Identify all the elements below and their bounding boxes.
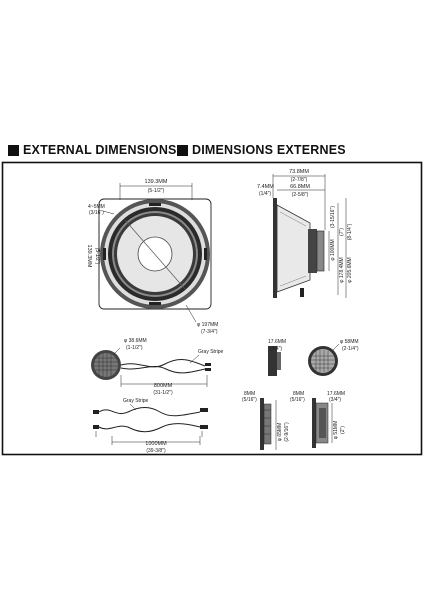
tweeter-flush-dia-mm: φ 38.6MM <box>124 338 147 344</box>
drawing-frame <box>1 161 423 456</box>
woofer-total-depth-in: (2-7/8") <box>291 177 308 183</box>
heading-externes: DIMENSIONS EXTERNES <box>177 143 346 157</box>
woofer-diameter-in: (7-3/4") <box>201 329 218 335</box>
tweeter-side-a-flange-mm: 8MM <box>244 391 255 397</box>
crossover-view: Gray Stripe 1000MM (39-3/8") <box>93 398 208 454</box>
woofer-body-depth-in: (2-5/8") <box>292 192 309 198</box>
tweeter-flush-view: φ 38.6MM (1-1/2") Gray Stripe 800MM (31-… <box>91 338 224 396</box>
woofer-basket-dia: φ 178.4MM <box>339 257 345 282</box>
tweeter-side-b-dia-in: (2") <box>340 426 346 434</box>
woofer-hole-mm: 4~5MM <box>88 204 105 210</box>
tweeter-side-b-flange-mm: 8MM <box>293 391 304 397</box>
tweeter-side-b-depth-mm: 17.6MM <box>327 391 345 397</box>
tweeter-surface-view: 17.6MM (3/4") φ 58MM (2-1/4") <box>268 339 359 376</box>
woofer-magnet-dia-in: (3-15/16") <box>330 206 336 228</box>
tweeter-side-a-flange-in: (5/16") <box>242 397 257 403</box>
woofer-outer-dia-in: (8-1/4") <box>347 223 353 240</box>
tweeter-surface-dia-mm: φ 58MM <box>340 339 359 345</box>
tweeter-flush-length-mm: 800MM <box>154 383 173 389</box>
crossover-wire-label: Gray Stripe <box>123 398 149 404</box>
tweeter-surface-depth-in: (3/4") <box>270 346 282 352</box>
crossover-length-mm: 1000MM <box>145 441 167 447</box>
woofer-side-view: 73.8MM (2-7/8") 66.8MM (2-5/8") 7.4MM (1… <box>257 169 353 298</box>
woofer-outer-dia: φ 205.6MM <box>347 257 353 282</box>
tweeter-flush-length-in: (31-1/2") <box>153 390 173 396</box>
tweeter-side-b-dia-mm: φ 51MM <box>333 421 339 440</box>
woofer-hole-in: (3/16") <box>89 210 104 216</box>
tweeter-flush-dia-in: (1-1/2") <box>126 345 143 351</box>
heading-externes-text: DIMENSIONS EXTERNES <box>192 143 346 157</box>
woofer-height-mm: 139.3MM <box>86 245 92 268</box>
woofer-total-depth-mm: 73.8MM <box>289 169 309 175</box>
woofer-body-depth-mm: 66.8MM <box>290 184 310 190</box>
heading-external: EXTERNAL DIMENSIONS <box>8 143 177 157</box>
woofer-width-mm: 139.3MM <box>145 179 168 185</box>
woofer-width-in: (5-1/2") <box>148 188 165 194</box>
woofer-basket-dia-in: (7") <box>339 228 345 236</box>
tweeter-side-a-dia-in: (2-9/16") <box>284 422 290 442</box>
woofer-flange-mm: 7.4MM <box>257 184 274 190</box>
tweeter-surface-depth-mm: 17.6MM <box>268 339 286 345</box>
tweeter-side-b-depth-in: (3/4") <box>329 397 341 403</box>
tweeter-flush-wire-label: Gray Stripe <box>198 349 224 355</box>
woofer-height-in: (5-1/2") <box>94 248 100 265</box>
tweeter-side-b-flange-in: (5/16") <box>290 397 305 403</box>
woofer-diameter-mm: φ 197MM <box>197 322 218 328</box>
tweeter-side-a-dia-mm: φ 65MM <box>277 423 283 442</box>
tweeter-surface-dia-in: (2-1/4") <box>342 346 359 352</box>
tweeter-side-b-view: 8MM (5/16") 17.6MM (3/4") φ 51MM (2") <box>290 391 346 448</box>
woofer-magnet-dia: φ 100MM <box>330 239 336 260</box>
tweeter-side-a-view: 8MM (5/16") φ 65MM (2-9/16") <box>242 391 290 450</box>
woofer-front-view: 139.3MM (5-1/2") 139.3MM (5-1/2") 4~5MM … <box>86 179 218 335</box>
woofer-flange-in: (1/4") <box>259 191 271 197</box>
heading-square-icon <box>177 144 188 156</box>
heading-square-icon <box>8 144 19 156</box>
crossover-length-in: (39-3/8") <box>146 448 166 454</box>
heading-external-text: EXTERNAL DIMENSIONS <box>23 143 177 157</box>
